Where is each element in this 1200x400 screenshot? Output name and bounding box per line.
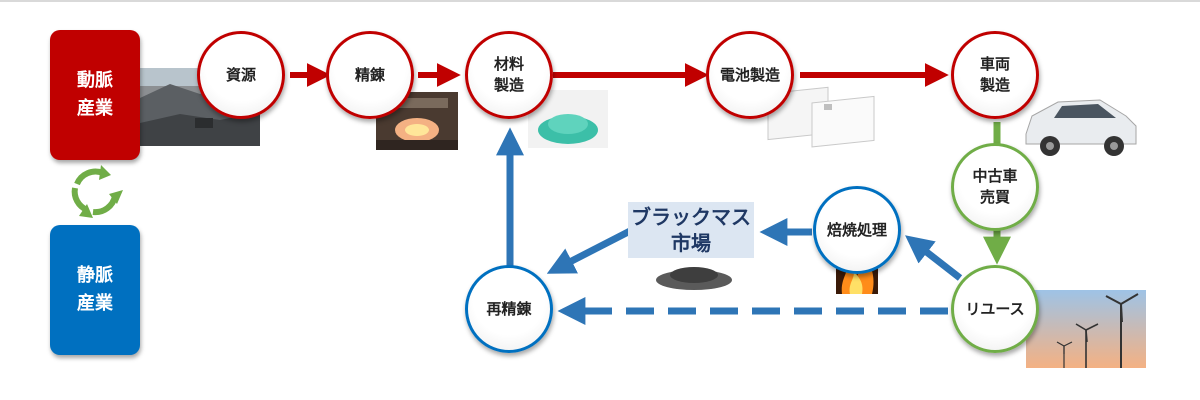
arterial-line-2: 産業 — [77, 98, 113, 119]
node-resources: 資源 — [197, 31, 285, 119]
node-vehicle-line-2: 製造 — [979, 76, 1010, 94]
node-roasting-label: 焙焼処理 — [826, 220, 887, 239]
black-mass-market-label: ブラックマス 市場 — [628, 202, 754, 258]
node-material-line-1: 材料 — [493, 55, 524, 73]
node-roasting: 焙焼処理 — [813, 186, 901, 274]
node-refining: 精錬 — [326, 31, 414, 119]
node-vehicle-manufacturing: 車両 製造 — [951, 31, 1039, 119]
node-material-manufacturing: 材料 製造 — [465, 31, 553, 119]
windfarm-photo — [1026, 290, 1146, 368]
arrow-market-rerefining — [546, 226, 634, 274]
cycle-icon — [71, 165, 123, 218]
node-reuse-label: リユース — [965, 299, 1025, 318]
venous-industry-label: 静脈 産業 — [50, 225, 140, 355]
node-vehicle-line-1: 車両 — [979, 55, 1010, 73]
node-refining-label: 精錬 — [354, 65, 385, 84]
node-used-car-trading: 中古車 売買 — [951, 143, 1039, 231]
node-resources-label: 資源 — [225, 65, 256, 84]
arrow-reuse-roasting — [905, 235, 963, 281]
market-line-1: ブラックマス — [631, 205, 751, 229]
node-used-car-line-1: 中古車 — [972, 167, 1018, 185]
node-re-refining-label: 再精錬 — [486, 299, 532, 318]
blackmass-photo — [656, 267, 732, 290]
car-photo — [1025, 99, 1137, 156]
venous-line-1: 静脈 — [77, 265, 113, 286]
market-line-2: 市場 — [671, 231, 711, 255]
venous-line-2: 産業 — [77, 293, 113, 314]
node-used-car-line-2: 売買 — [979, 188, 1010, 206]
arterial-line-1: 動脈 — [77, 70, 113, 91]
node-battery-label: 電池製造 — [719, 65, 780, 84]
node-reuse: リユース — [951, 265, 1039, 353]
top-divider — [0, 0, 1200, 2]
node-re-refining: 再精錬 — [465, 265, 553, 353]
node-material-line-2: 製造 — [493, 76, 524, 94]
arterial-industry-label: 動脈 産業 — [50, 30, 140, 160]
node-battery-manufacturing: 電池製造 — [706, 31, 794, 119]
